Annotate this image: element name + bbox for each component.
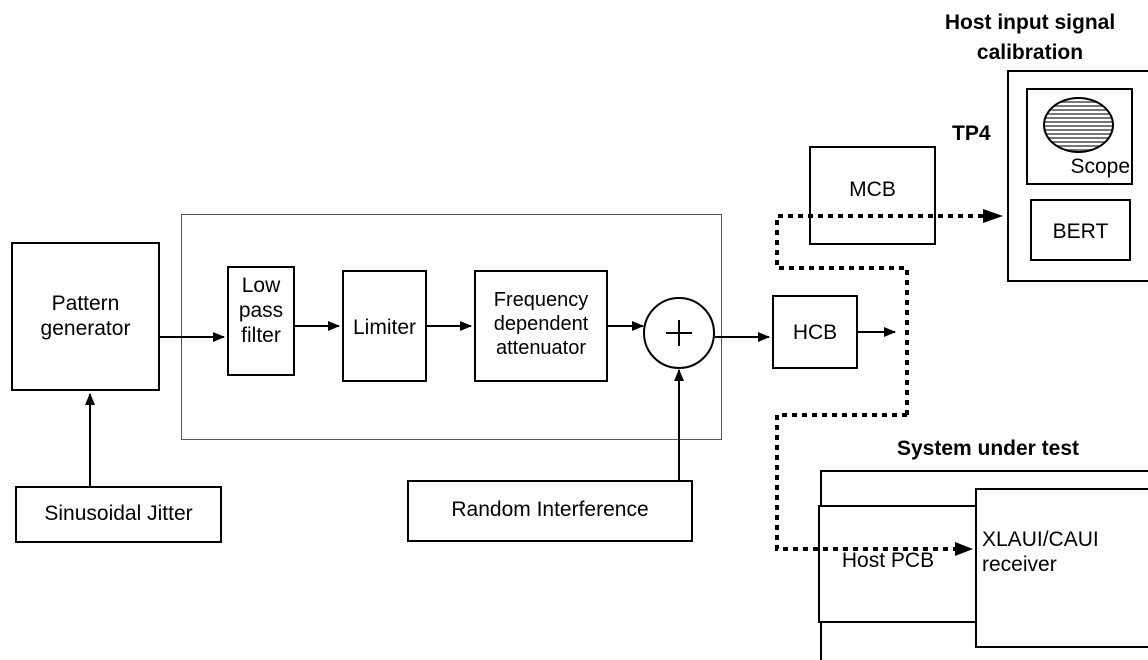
sinusoidal-jitter-block xyxy=(15,486,222,543)
bert-block xyxy=(1030,199,1131,261)
random-interference-label: Random Interference xyxy=(451,498,649,521)
frequency-attenuator-label: Frequency dependent attenuator xyxy=(493,289,589,359)
system-under-test-title: System under test xyxy=(896,437,1080,460)
limiter-label: Limiter xyxy=(352,316,416,339)
random-interference-block xyxy=(407,480,693,542)
host-pcb-label: Host PCB xyxy=(841,549,935,572)
low-pass-filter-label: Low pass filter xyxy=(238,274,284,347)
conditioning-enclosure xyxy=(181,214,722,440)
scope-label: Scope xyxy=(1070,155,1130,178)
low-pass-filter-block xyxy=(227,266,295,376)
bert-label: BERT xyxy=(1052,220,1109,243)
hcb-label: HCB xyxy=(792,321,838,344)
pattern-generator-label: Pattern generator xyxy=(40,292,131,340)
pattern-generator-block xyxy=(11,242,160,391)
mcb-label: MCB xyxy=(849,178,896,201)
tp4-label: TP4 xyxy=(952,122,991,145)
sinusoidal-jitter-label: Sinusoidal Jitter xyxy=(44,502,193,525)
receiver-label: XLAUI/CAUI receiver xyxy=(982,528,1099,576)
scope-screen-icon xyxy=(1043,97,1114,153)
frequency-attenuator-block xyxy=(474,270,608,382)
host-calibration-title: Host input signal calibration xyxy=(944,11,1116,64)
arrowhead-to-bert xyxy=(983,209,1003,223)
limiter-block xyxy=(342,270,427,382)
